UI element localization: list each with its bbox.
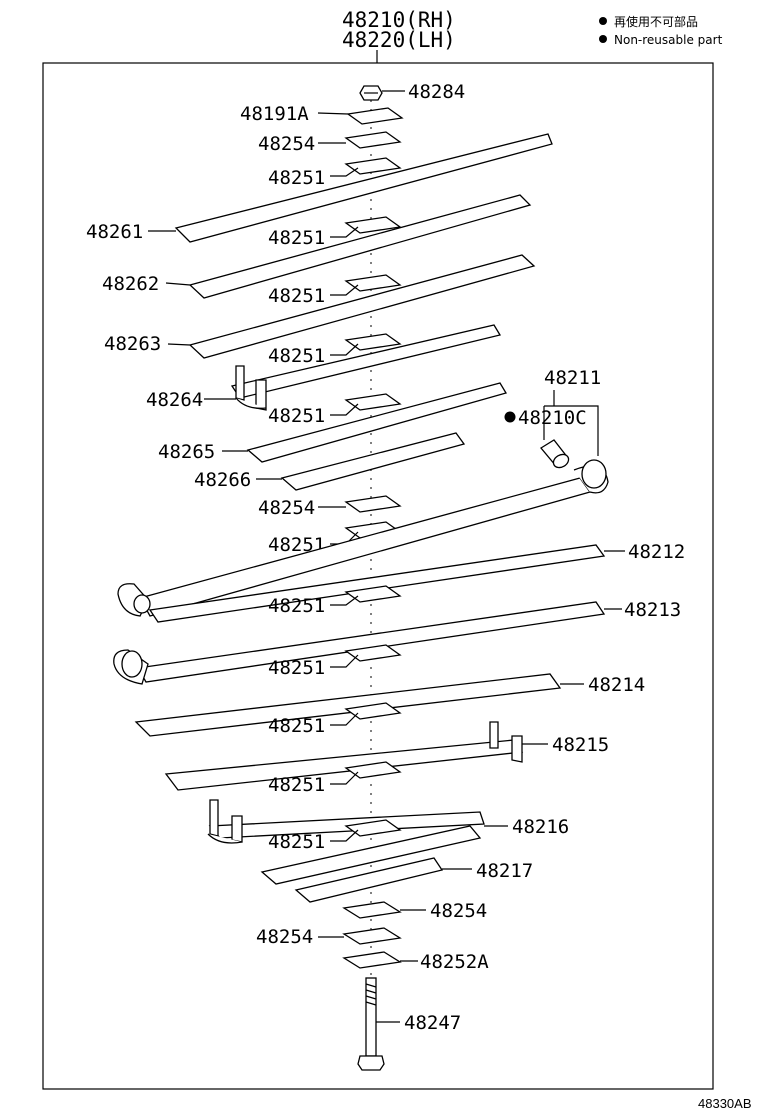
label-48251-3: 48251 [268,285,325,307]
label-48216: 48216 [512,816,569,838]
leaf-48263 [188,254,536,359]
main-leaf-48212-lower [148,544,606,623]
label-48214: 48214 [588,674,645,696]
label-48251-8: 48251 [268,657,325,679]
label-48254-mid: 48254 [258,497,315,519]
label-48254-top: 48254 [258,133,315,155]
label-48251-9: 48251 [268,715,325,737]
label-48247: 48247 [404,1012,461,1034]
leaf-48213 [113,601,606,685]
non-reusable-bullet-icon [504,411,516,423]
non-reusable-bullet-icon [599,17,607,25]
leaf-48215 [164,721,524,791]
label-48213: 48213 [624,599,681,621]
assembly-frame [42,62,714,1090]
plate-48254-top [344,131,402,149]
leaf-48266 [280,432,466,491]
leaf-48216 [207,799,485,844]
plate-48254-lower-1 [342,901,402,919]
label-48262: 48262 [102,273,159,295]
leaf-48264 [230,324,502,411]
label-48191A: 48191A [240,103,309,125]
leaf-48217 [294,857,444,903]
label-48264: 48264 [146,389,203,411]
plate-48191A [346,107,404,125]
label-48251-2: 48251 [268,227,325,249]
leaf-48265 [246,382,507,463]
center-bolt-48247 [357,977,385,1071]
leaf-48262 [188,194,532,299]
label-48215: 48215 [552,734,609,756]
label-48251-11: 48251 [268,831,325,853]
label-48263: 48263 [104,333,161,355]
label-48211: 48211 [544,367,601,389]
plate-48254-mid [344,495,402,513]
pad-48251-1 [344,157,402,175]
non-reusable-bullet-icon [599,35,607,43]
label-48210C: 48210C [518,407,587,429]
label-48284: 48284 [408,81,465,103]
label-48251-4: 48251 [268,345,325,367]
label-48217: 48217 [476,860,533,882]
nut-48284 [359,85,383,101]
legend-japanese: 再使用不可部品 [614,14,698,29]
assembly-number-lh: 48220(LH) [342,28,456,52]
assembly-number-rh: 48210(RH) [342,8,456,32]
label-48212: 48212 [628,541,685,563]
label-48251-5: 48251 [268,405,325,427]
figure-reference: 48330AB [698,1096,752,1111]
plate-48252A [342,951,402,969]
label-48251-6: 48251 [268,534,325,556]
bushing-48210C [540,439,570,469]
label-48251-10: 48251 [268,774,325,796]
legend-english: Non-reusable part [614,33,723,47]
label-48266: 48266 [194,469,251,491]
label-48261: 48261 [86,221,143,243]
label-48254-lower-1: 48254 [430,900,487,922]
leaf-48214 [134,673,562,737]
label-48251-7: 48251 [268,595,325,617]
main-leaf-48212 [117,459,609,617]
plate-48254-lower-2 [342,927,402,945]
leaf-48261 [174,133,553,243]
leaf-48216-lower [260,825,482,885]
label-48251-1: 48251 [268,167,325,189]
label-48265: 48265 [158,441,215,463]
label-48252A: 48252A [420,951,489,973]
label-48254-lower-2: 48254 [256,926,313,948]
